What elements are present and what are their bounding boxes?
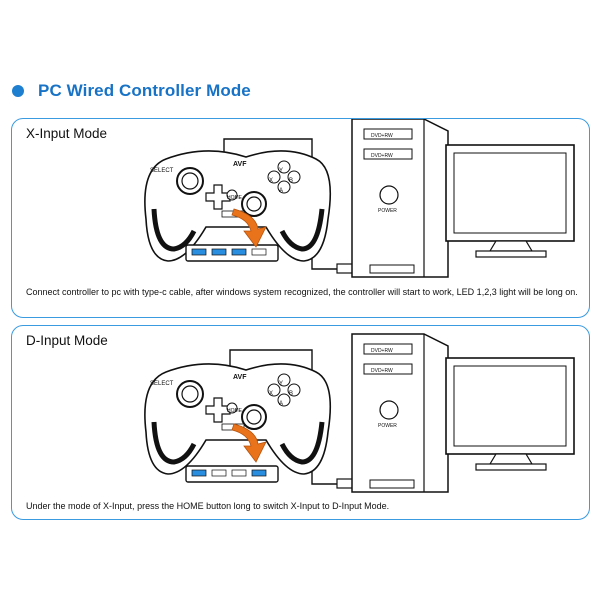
d-input-mode-label: D-Input Mode — [26, 333, 108, 348]
svg-text:POWER: POWER — [378, 208, 397, 214]
svg-text:DVD+RW: DVD+RW — [371, 133, 393, 139]
svg-text:DVD+RW: DVD+RW — [371, 368, 393, 374]
svg-text:HOME: HOME — [227, 195, 243, 201]
led-3 — [231, 248, 247, 256]
brand-logo: AVF — [233, 161, 247, 168]
led-3 — [231, 469, 247, 477]
svg-text:SELECT: SELECT — [150, 381, 174, 387]
led-1 — [191, 248, 207, 256]
x-input-mode-label: X-Input Mode — [26, 126, 108, 141]
svg-text:A: A — [279, 188, 283, 194]
section-header: PC Wired Controller Mode — [12, 78, 251, 104]
led-2 — [211, 248, 227, 256]
svg-text:DVD+RW: DVD+RW — [371, 348, 393, 354]
usb-cable — [223, 138, 337, 270]
led-1 — [191, 469, 207, 477]
d-input-description: Under the mode of X-Input, press the HOM… — [26, 501, 390, 511]
d-input-panel: D-Input Mode SELECT AVF Y X B A HOME — [11, 325, 590, 520]
svg-text:HOME: HOME — [227, 408, 243, 414]
usb-cable — [229, 349, 337, 485]
svg-text:A: A — [279, 401, 283, 407]
svg-text:B: B — [289, 391, 293, 397]
svg-text:Y: Y — [279, 381, 283, 387]
bullet-icon — [12, 85, 24, 97]
brand-logo: AVF — [233, 374, 247, 381]
led-2 — [211, 469, 227, 477]
led-4 — [251, 469, 267, 477]
svg-text:SELECT: SELECT — [150, 168, 174, 174]
d-input-illustration: SELECT AVF Y X B A HOME DVD+RW DVD+RW PO… — [144, 333, 575, 493]
pc-tower-icon — [351, 333, 449, 493]
x-input-panel: X-Input Mode SELECT AVF Y X B — [11, 118, 590, 318]
svg-text:POWER: POWER — [378, 423, 397, 429]
page-title: PC Wired Controller Mode — [38, 81, 251, 100]
monitor-icon — [445, 357, 575, 471]
arrow-icon — [231, 423, 267, 463]
pc-tower-icon — [351, 119, 449, 278]
svg-text:X: X — [269, 178, 273, 184]
monitor-icon — [445, 144, 575, 258]
x-input-description: Connect controller to pc with type-c cab… — [26, 287, 578, 297]
svg-text:B: B — [289, 178, 293, 184]
arrow-icon — [231, 208, 267, 248]
svg-text:Y: Y — [279, 168, 283, 174]
x-input-illustration: SELECT AVF Y X B A HOME DVD+RW DVD+RW PO… — [144, 119, 575, 278]
svg-text:DVD+RW: DVD+RW — [371, 153, 393, 159]
svg-text:X: X — [269, 391, 273, 397]
dpad-icon — [205, 184, 231, 210]
led-4 — [251, 248, 267, 256]
dpad-icon — [205, 397, 231, 423]
